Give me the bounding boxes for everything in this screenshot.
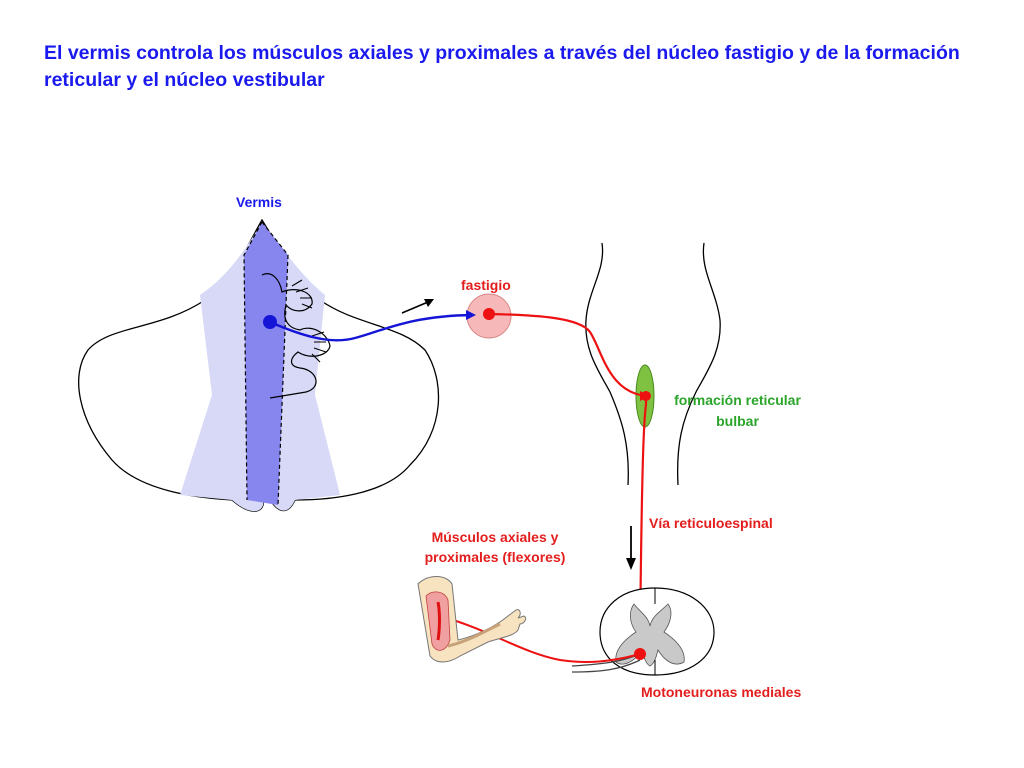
red-pathway-fastigio — [488, 312, 647, 398]
vermis-zone — [244, 222, 288, 505]
vermis-label: Vermis — [236, 194, 282, 210]
red-pathway-reticuloespinal — [638, 396, 648, 641]
musculos-line1: Músculos axiales y — [431, 529, 559, 545]
motoneuronas-label: Motoneuronas mediales — [641, 684, 802, 700]
formacion-reticular-line2: bulbar — [716, 413, 759, 429]
homunculus-figure — [261, 273, 331, 399]
formacion-reticular-line1: formación reticular — [674, 392, 801, 408]
grey-matter — [615, 603, 685, 667]
musculos-line2: proximales (flexores) — [424, 549, 566, 565]
page-title: El vermis controla los músculos axiales … — [44, 42, 960, 91]
fastigio-label: fastigio — [461, 277, 511, 293]
arrow-up-right-icon — [401, 299, 434, 314]
red-pathway-muscle — [439, 615, 641, 663]
arm-illustration — [417, 576, 527, 663]
brainstem-outline — [585, 242, 629, 486]
arrow-down-icon — [626, 526, 636, 570]
musculos-label: Músculos axiales y proximales (flexores) — [397, 527, 593, 567]
via-reticuloespinal-label: Vía reticuloespinal — [649, 515, 773, 531]
blue-pathway — [269, 313, 473, 342]
formacion-reticular-label: formación reticular bulbar — [655, 390, 820, 432]
